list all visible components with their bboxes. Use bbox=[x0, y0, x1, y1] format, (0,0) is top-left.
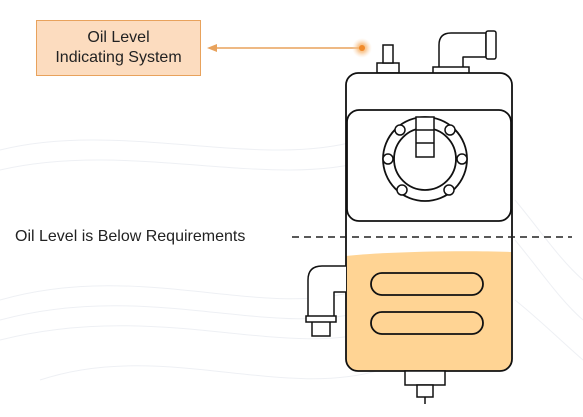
sight-glass bbox=[382, 116, 468, 202]
callout-line1: Oil Level bbox=[87, 29, 150, 46]
oil-slot-upper bbox=[370, 272, 484, 296]
glow-dot-core bbox=[359, 45, 365, 51]
elbow-pipe bbox=[438, 32, 487, 72]
bolt bbox=[382, 153, 394, 165]
bolt bbox=[456, 153, 468, 165]
arrow-left-icon bbox=[207, 44, 217, 52]
oil-slot-lower bbox=[370, 311, 484, 335]
bolt bbox=[394, 124, 406, 136]
top-fitting-base bbox=[376, 62, 400, 74]
bolt bbox=[396, 184, 408, 196]
drain-fitting-base bbox=[404, 370, 446, 386]
side-pipe-collar bbox=[305, 315, 337, 323]
bolt bbox=[443, 184, 455, 196]
elbow-pipe-cap bbox=[485, 30, 497, 60]
oil-level-warning-label: Oil Level is Below Requirements bbox=[15, 227, 248, 247]
bolt bbox=[444, 124, 456, 136]
side-pipe bbox=[307, 265, 346, 319]
top-fitting-stem bbox=[382, 44, 394, 64]
drain-fitting-stem bbox=[416, 384, 434, 398]
callout-line2: Indicating System bbox=[55, 49, 182, 66]
callout-oil-level-indicating-system: Oil Level Indicating System bbox=[36, 20, 201, 76]
background-swirls bbox=[0, 139, 583, 381]
